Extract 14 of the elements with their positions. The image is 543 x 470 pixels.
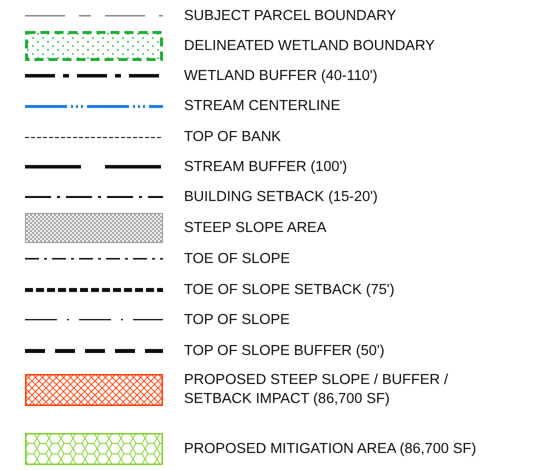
legend-label: STREAM BUFFER (100') (184, 158, 348, 176)
legend-label: DELINEATED WETLAND BOUNDARY (184, 36, 436, 56)
legend-label: TOP OF BANK (184, 128, 282, 146)
legend-label: BUILDING SETBACK (15-20') (184, 188, 379, 206)
legend-label: PROPOSED STEEP SLOPE / BUFFER / SETBACK IMPACT (86,700 SF) (184, 371, 450, 409)
legend-label: TOP OF SLOPE BUFFER (50') (184, 342, 386, 360)
legend-label: STREAM CENTERLINE (184, 96, 342, 116)
legend-label: WETLAND BUFFER (40-110') (184, 66, 378, 86)
legend-label: TOE OF SLOPE (184, 250, 292, 268)
legend-label: SUBJECT PARCEL BOUNDARY (184, 6, 398, 26)
legend-label: STEEP SLOPE AREA (184, 218, 328, 238)
legend-label: TOE OF SLOPE SETBACK (75') (184, 280, 396, 300)
legend-label: TOP OF SLOPE (184, 310, 291, 330)
legend-label: PROPOSED MITIGATION AREA (86,700 SF) (184, 440, 478, 458)
